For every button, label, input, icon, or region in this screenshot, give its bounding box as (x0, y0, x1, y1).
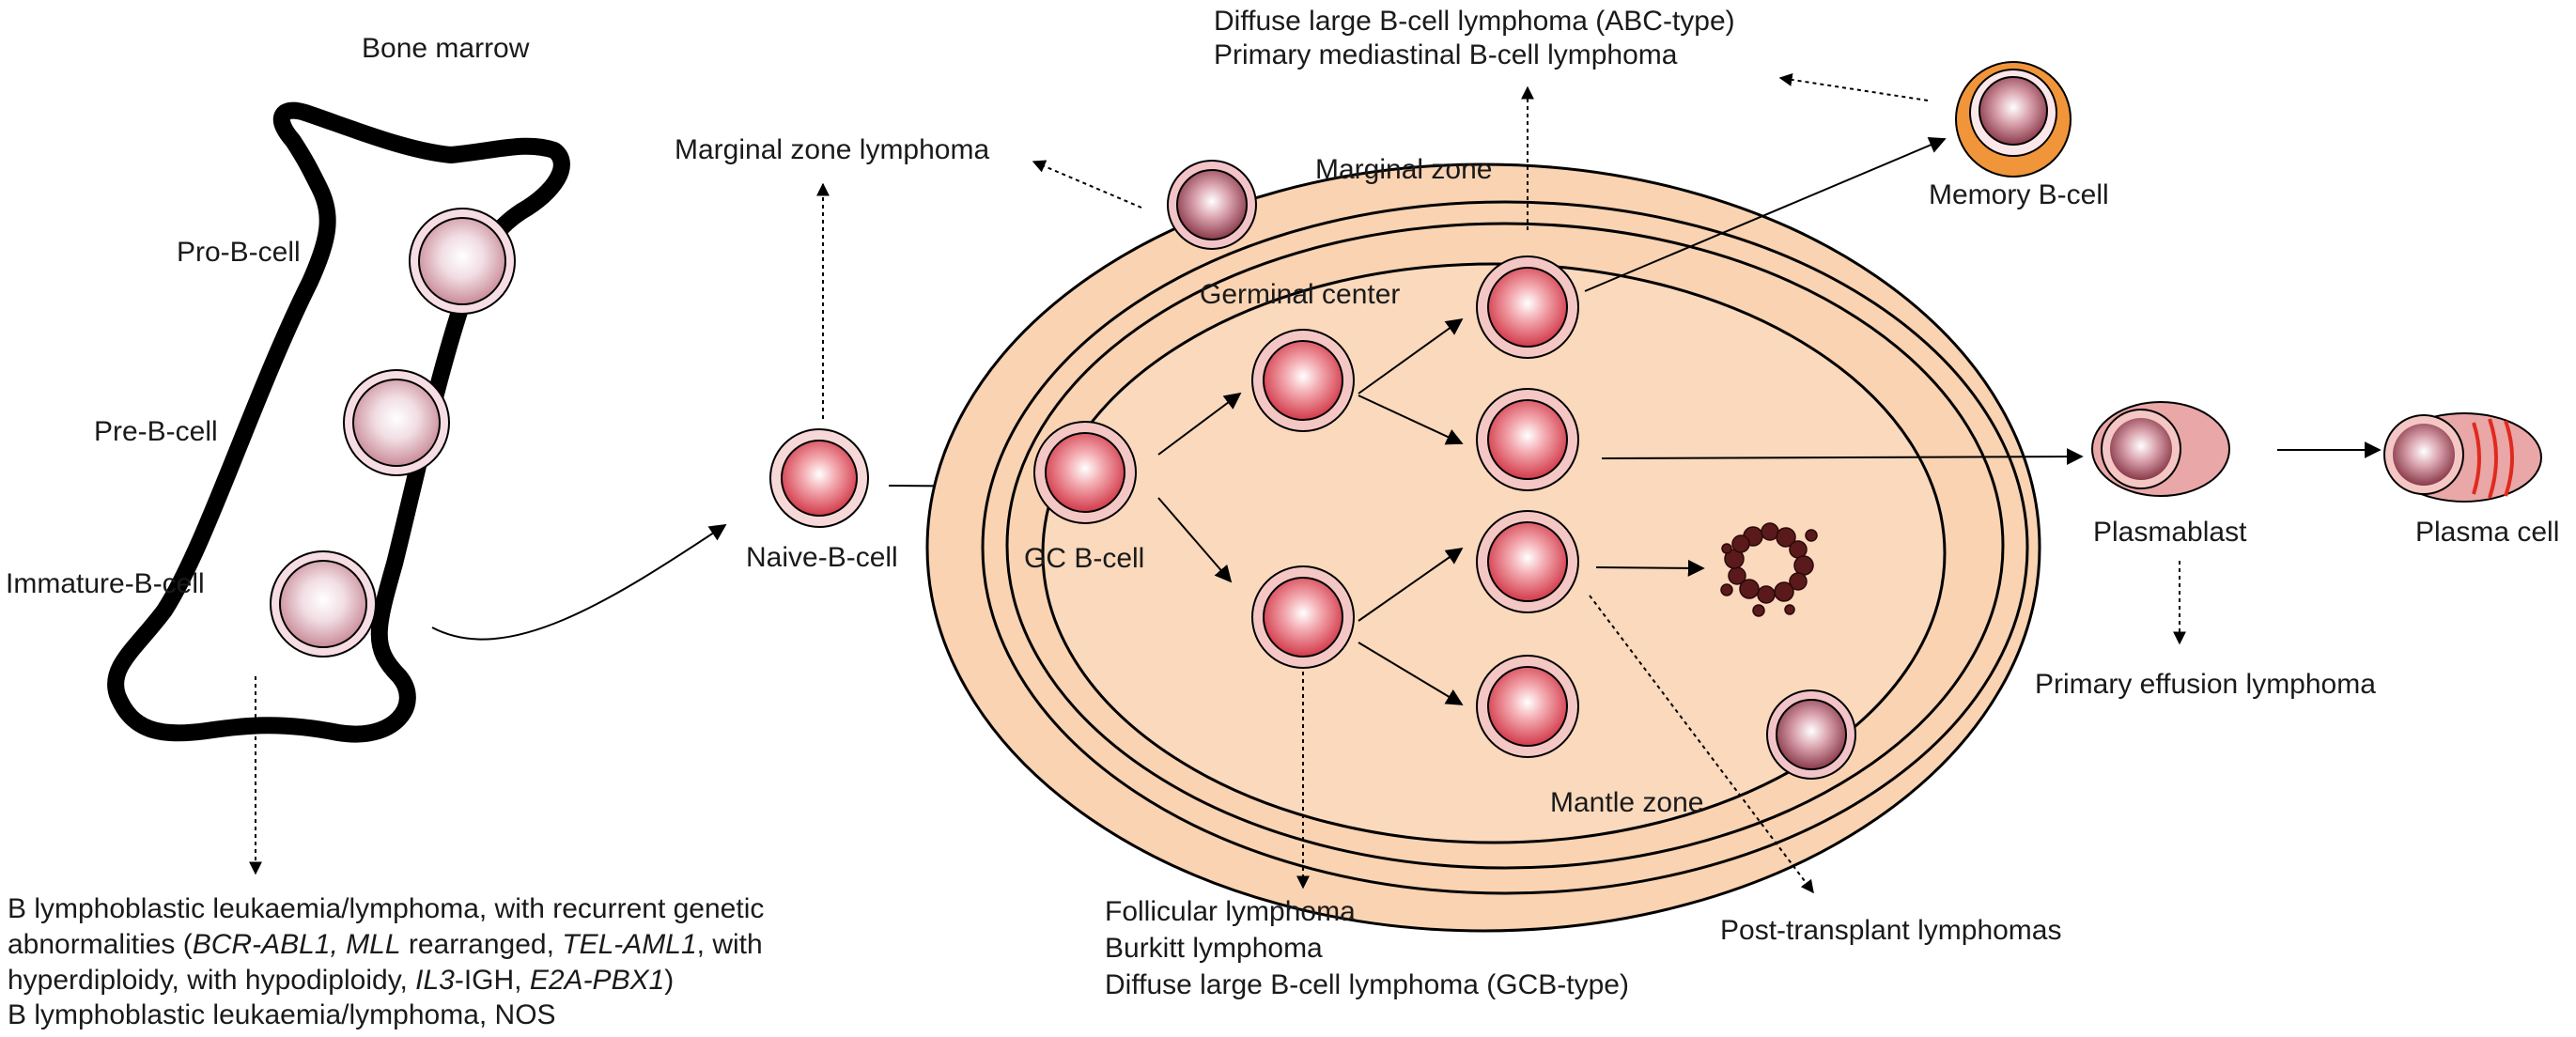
leukaemia-line2: abnormalities (BCR-ABL1, MLL rearranged,… (8, 929, 763, 960)
leukaemia-line3: hyperdiploidy, with hypodiploidy, IL3-IG… (8, 965, 674, 996)
plasmablast-cell (2091, 401, 2230, 497)
leukaemia-line4: B lymphoblastic leukaemia/lymphoma, NOS (8, 999, 556, 1030)
arrow-to-apoptosis (1595, 559, 1705, 577)
memory-b-cell (1955, 61, 2072, 178)
immature-b-cell-label: Immature-B-cell (6, 568, 205, 599)
centrocyte-a (1476, 255, 1579, 359)
mantle-zone-label: Mantle zone (1550, 787, 1703, 818)
post-transplant-lymphomas-label: Post-transplant lymphomas (1720, 915, 2062, 946)
pre-b-cell-label: Pre-B-cell (94, 416, 218, 447)
leukaemia-line3-e: ) (664, 965, 674, 996)
arrow-mz-to-mzl (1032, 160, 1142, 209)
arrow-to-cell-c (1358, 547, 1464, 622)
leukaemia-line3-b: IL3 (415, 965, 455, 996)
gcb-lymphoma-line3: Diffuse large B-cell lymphoma (GCB-type) (1105, 969, 1629, 1000)
plasma-cell (2383, 412, 2542, 503)
memory-b-cell-label: Memory B-cell (1929, 179, 2109, 210)
leukaemia-line2-e: , with (697, 929, 763, 960)
leukaemia-line2-a: abnormalities ( (8, 929, 193, 960)
plasmablast-label: Plasmablast (2093, 517, 2247, 548)
leukaemia-line3-d: E2A-PBX1 (530, 965, 664, 996)
arrow-to-cell-b (1358, 395, 1464, 445)
centrocyte-c (1476, 510, 1579, 613)
centrocyte-d (1476, 655, 1579, 758)
bone-marrow-label: Bone marrow (362, 33, 530, 64)
marginal-zone-b-cell (1167, 160, 1257, 250)
abc-lymphoma-line1: Diffuse large B-cell lymphoma (ABC-type) (1214, 6, 1735, 37)
leukaemia-line2-b: BCR-ABL1, MLL (193, 929, 401, 960)
naive-b-cell (769, 428, 869, 528)
arrow-immature-to-naive (431, 524, 727, 641)
pro-b-cell (409, 208, 516, 315)
arrow-gc-to-centroblast-top (1157, 392, 1242, 456)
arrow-to-plasmablast (1601, 448, 2084, 466)
arrow-to-cell-a (1358, 317, 1464, 395)
abc-lymphoma-line2: Primary mediastinal B-cell lymphoma (1214, 39, 1678, 70)
pro-b-cell-label: Pro-B-cell (177, 237, 301, 268)
primary-effusion-lymphoma-label: Primary effusion lymphoma (2035, 669, 2376, 700)
naive-b-cell-label: Naive-B-cell (746, 542, 898, 573)
leukaemia-line2-c: rearranged, (401, 929, 563, 960)
centroblast-top (1251, 329, 1355, 432)
germinal-center-label: Germinal center (1200, 279, 1400, 310)
gc-b-cell-label: GC B-cell (1024, 543, 1144, 574)
plasma-cell-label: Plasma cell (2415, 517, 2559, 548)
apoptotic-cell-icon (1720, 522, 1818, 617)
gcb-lymphoma-line1: Follicular lymphoma (1105, 896, 1356, 927)
centrocyte-b (1476, 388, 1579, 491)
leukaemia-line2-d: TEL-AML1 (562, 929, 696, 960)
arrow-memory-to-abc (1778, 72, 1929, 101)
marginal-zone-label: Marginal zone (1315, 154, 1492, 185)
leukaemia-line1: B lymphoblastic leukaemia/lymphoma, with… (8, 893, 764, 924)
gcb-lymphoma-line2: Burkitt lymphoma (1105, 933, 1323, 964)
mantle-zone-b-cell (1766, 689, 1856, 780)
marginal-zone-lymphoma-label: Marginal zone lymphoma (675, 134, 989, 165)
arrow-to-memory (1584, 137, 1947, 292)
arrow-gc-to-centroblast-bottom (1157, 497, 1233, 583)
arrow-to-post-transplant (1589, 595, 1814, 894)
arrow-to-cell-d (1358, 642, 1464, 705)
gc-b-cell (1033, 421, 1137, 524)
immature-b-cell (270, 550, 377, 658)
centroblast-bottom (1251, 565, 1355, 669)
pre-b-cell (343, 369, 450, 476)
leukaemia-line3-c: -IGH, (455, 965, 530, 996)
leukaemia-line3-a: hyperdiploidy, with hypodiploidy, (8, 965, 415, 996)
